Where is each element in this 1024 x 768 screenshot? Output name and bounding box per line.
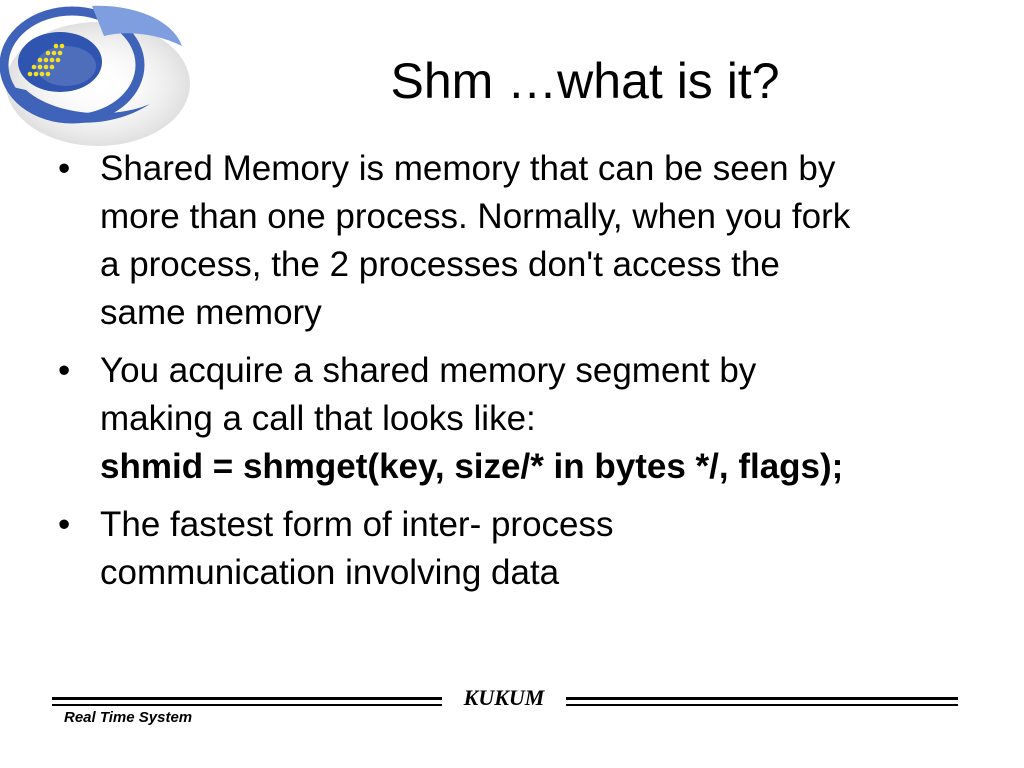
bullet-item: • The fastest form of inter- process com… bbox=[56, 501, 986, 597]
bullet-text-line: a process, the 2 processes don't access … bbox=[100, 245, 780, 284]
bullet-list: • Shared Memory is memory that can be se… bbox=[56, 145, 986, 607]
footer-center-label: KUKUM bbox=[463, 685, 545, 710]
bullet-text-line: Shared Memory is memory that can be seen… bbox=[100, 149, 836, 188]
slide-title: Shm …what is it? bbox=[390, 53, 780, 109]
kukum-logo-icon bbox=[0, 0, 200, 150]
bullet-glyph: • bbox=[58, 351, 71, 390]
footer-course-label: Real Time System bbox=[64, 709, 193, 726]
bullet-item: • Shared Memory is memory that can be se… bbox=[56, 145, 986, 337]
footer-divider-left bbox=[52, 697, 442, 706]
bullet-glyph: • bbox=[58, 149, 71, 188]
bullet-text-line: The fastest form of inter- process bbox=[100, 505, 614, 544]
bullet-text-line: same memory bbox=[100, 293, 322, 332]
bullet-text-line: You acquire a shared memory segment by bbox=[100, 351, 757, 390]
bullet-text-line: communication involving data bbox=[100, 553, 560, 592]
bullet-text-line: more than one process. Normally, when yo… bbox=[100, 197, 851, 236]
code-snippet: shmid = shmget(key, size/* in bytes */, … bbox=[100, 447, 844, 486]
bullet-item: • You acquire a shared memory segment by… bbox=[56, 347, 986, 491]
bullet-glyph: • bbox=[58, 505, 71, 544]
footer-divider-right bbox=[566, 697, 958, 706]
bullet-text-line: making a call that looks like: bbox=[100, 399, 536, 438]
